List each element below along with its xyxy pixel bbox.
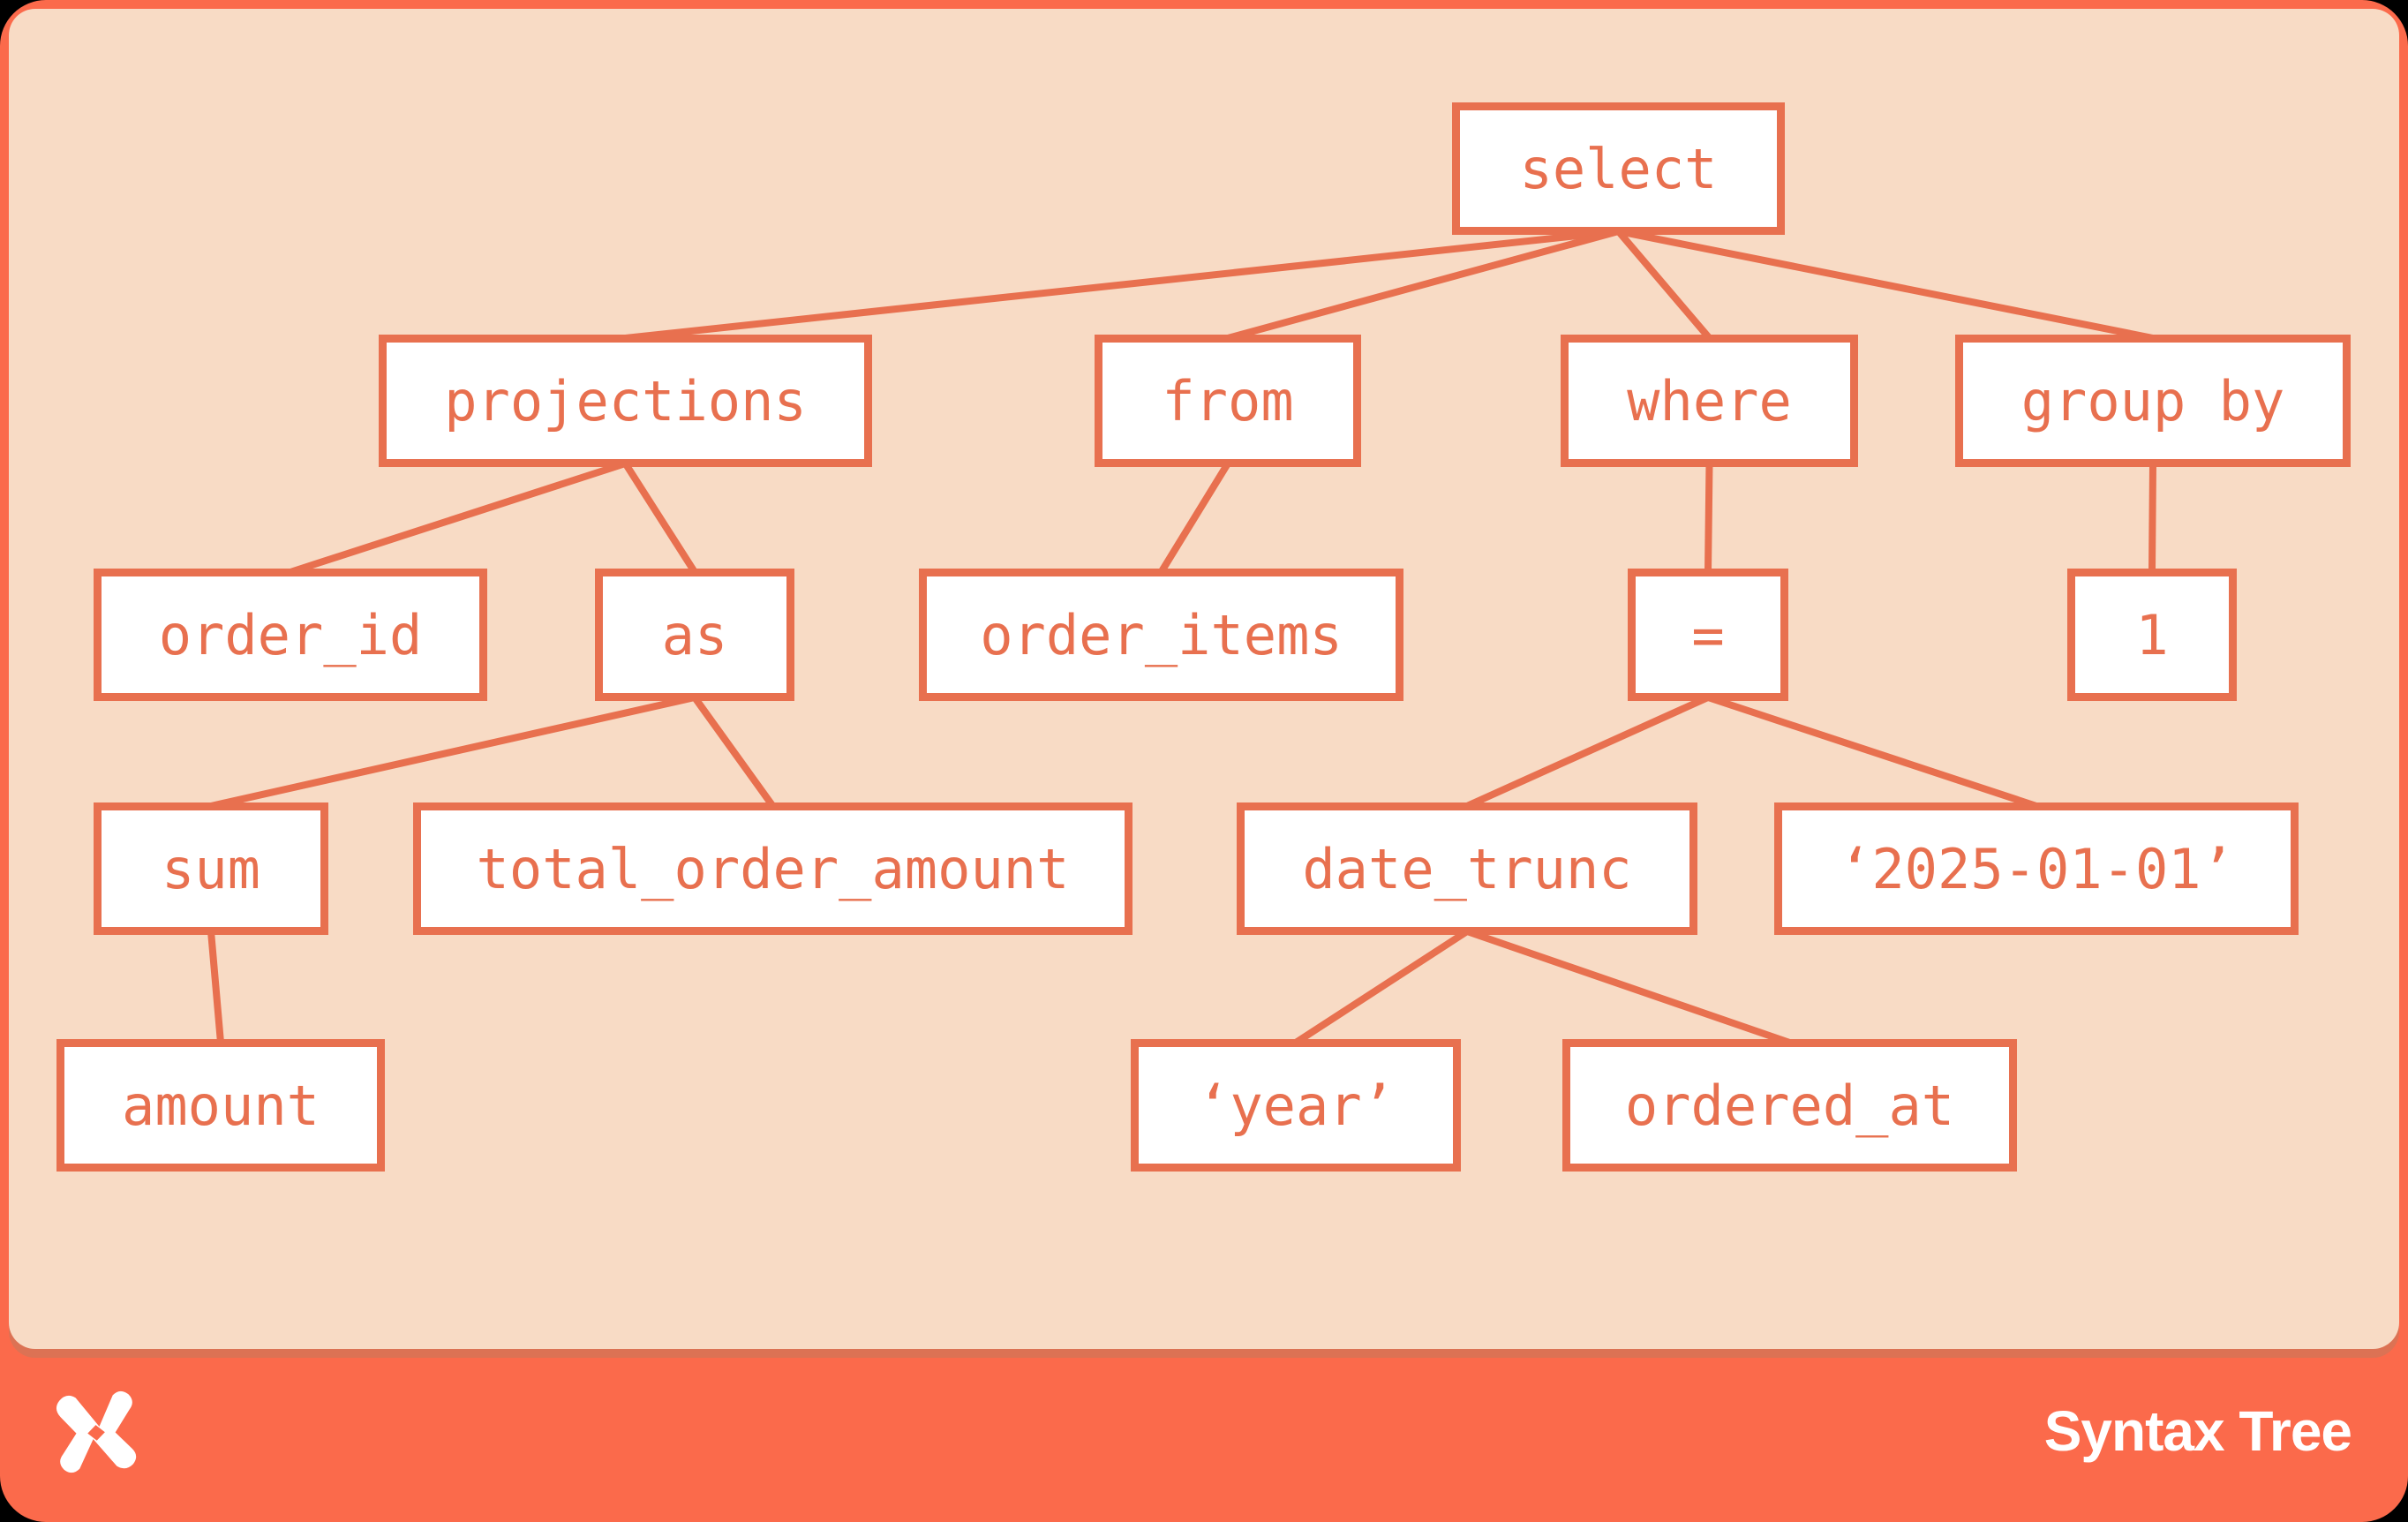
tree-node-eq: = xyxy=(1628,569,1788,701)
tree-node-total_order_amount: total_order_amount xyxy=(413,802,1133,935)
tree-node-ordered_at: ordered_at xyxy=(1562,1039,2017,1172)
tree-node-year_literal: ‘year’ xyxy=(1131,1039,1461,1172)
tree-node-where: where xyxy=(1561,335,1858,467)
tree-node-as: as xyxy=(595,569,794,701)
tree-node-group_by: group by xyxy=(1955,335,2351,467)
tree-node-amount: amount xyxy=(56,1039,385,1172)
tree-node-order_id: order_id xyxy=(94,569,487,701)
shuriken-star-icon xyxy=(56,1390,137,1473)
tree-node-date_literal: ‘2025-01-01’ xyxy=(1774,802,2299,935)
tree-node-from: from xyxy=(1095,335,1361,467)
tree-node-order_items: order_items xyxy=(919,569,1403,701)
tree-node-one: 1 xyxy=(2067,569,2237,701)
tree-node-date_trunc: date_trunc xyxy=(1237,802,1697,935)
tree-node-sum: sum xyxy=(94,802,328,935)
footer-title: Syntax Tree xyxy=(2043,1399,2352,1463)
tree-node-projections: projections xyxy=(379,335,872,467)
tree-node-select: select xyxy=(1452,102,1785,235)
